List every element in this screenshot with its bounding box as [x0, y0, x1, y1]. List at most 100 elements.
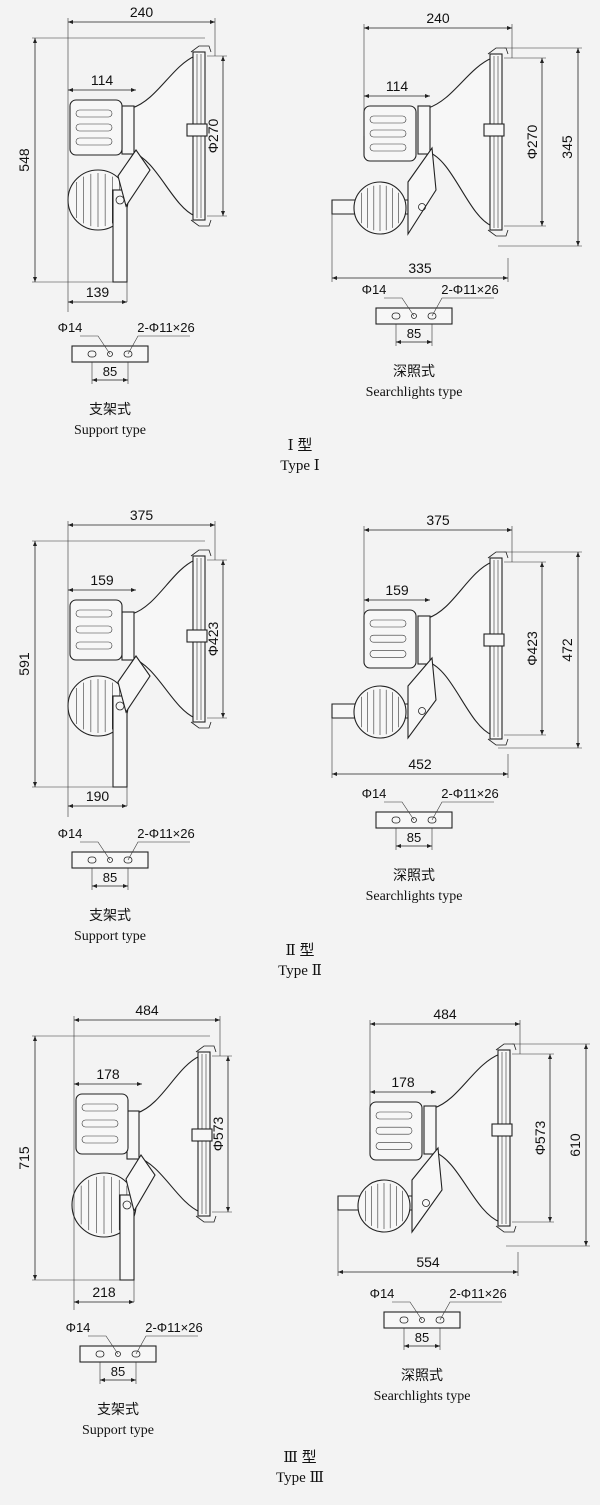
search-1-arm-dim-head-right — [425, 94, 430, 98]
search-3-pivot — [422, 1199, 430, 1207]
search-1-diameter-dim — [540, 58, 544, 226]
search-2-fin-2 — [369, 650, 407, 658]
type-1-title-cn: Ⅰ 型 — [288, 437, 313, 454]
support-1-caption-cn: 支架式 — [89, 402, 131, 418]
support-2-width-label: 375 — [130, 507, 154, 523]
search-lamp-1-clip-top — [487, 47, 509, 55]
support-2-base-dim-head-right — [122, 804, 127, 808]
support-lamp-1-latch — [186, 123, 208, 137]
support-2-arm-dim — [68, 588, 136, 592]
support-lamp-3-latch — [191, 1128, 213, 1142]
search-2-bracket-slot-leader — [431, 801, 494, 821]
support-lamp-2-clip-bottom — [190, 721, 212, 729]
support-lamp-3-clip-bottom — [195, 1215, 217, 1223]
support-1-bracket-center-hole — [107, 351, 113, 357]
search-3-diameter-label: Φ573 — [532, 1121, 548, 1156]
support-1-base-dim-head-left — [68, 300, 73, 304]
search-2-yoke — [407, 656, 437, 740]
search-2-height-dim — [576, 552, 580, 748]
support-2-fin-0 — [75, 609, 113, 618]
search-lamp-2-reflector — [427, 561, 493, 736]
support-3-bracket-spacing-dim-head-left — [100, 1378, 105, 1382]
support-1-width-label: 240 — [130, 4, 154, 20]
search-1-bracket-slot-leader — [431, 297, 494, 317]
search-2-width-dim — [364, 528, 512, 532]
support-1-diameter-dim-head-bottom — [221, 211, 225, 216]
search-3-base-label: 554 — [416, 1254, 440, 1270]
search-3-bracket-center-hole — [419, 1317, 425, 1323]
search-1-caption-cn: 深照式 — [393, 364, 435, 380]
search-2-bracket-center-hole — [411, 817, 417, 823]
search-2-width-label: 375 — [426, 512, 450, 528]
support-1-bracket-hole-label: Φ14 — [58, 320, 83, 335]
search-1-height-label: 345 — [559, 135, 575, 159]
search-3-diameter-dim-head-top — [548, 1054, 552, 1059]
search-3-arm-label: 178 — [391, 1074, 415, 1090]
support-lamp-1-collar — [121, 105, 135, 155]
support-1-base-dim-head-right — [122, 300, 127, 304]
support-3-base-label: 218 — [92, 1284, 116, 1300]
search-3-diameter-dim — [548, 1054, 552, 1222]
search-3-width-dim-head-left — [370, 1022, 375, 1026]
search-3-yoke — [411, 1146, 443, 1234]
search-1-height-dim-head-top — [576, 48, 580, 53]
support-2-bracket-spacing-dim-head-right — [123, 884, 128, 888]
search-3-arm-dim — [370, 1090, 436, 1094]
search-1-arm-dim-head-left — [364, 94, 369, 98]
support-1-bracket-slot-label: 2-Φ11×26 — [137, 320, 194, 335]
support-1-height-dim — [33, 38, 37, 282]
support-3-caption-cn: 支架式 — [97, 1402, 139, 1418]
support-3-arm-dim — [74, 1082, 142, 1086]
support-3-arm-dim-head-right — [137, 1082, 142, 1086]
search-1-bracket-center-hole — [411, 313, 417, 319]
support-2-diameter-dim — [221, 560, 225, 718]
support-3-arm — [125, 1154, 156, 1213]
search-1-base-dim — [332, 276, 508, 280]
support-3-base-dim — [74, 1300, 134, 1304]
support-1-bracket-spacing-dim-head-left — [92, 378, 97, 382]
support-1-diameter-dim-head-top — [221, 56, 225, 61]
type-2-title-en: Type Ⅱ — [278, 963, 322, 979]
support-1-fin-2 — [75, 137, 113, 146]
support-2-arm — [117, 655, 151, 714]
support-2-bracket-spacing-dim — [92, 884, 128, 888]
support-2-bracket-hole-label: Φ14 — [58, 826, 83, 841]
search-2-arm-dim-head-left — [364, 598, 369, 602]
search-2-arm-dim — [364, 598, 430, 602]
search-2-height-dim-head-bottom — [576, 743, 580, 748]
support-3-bracket-slot-left — [95, 1350, 105, 1358]
support-1-bracket-spacing-dim — [92, 378, 128, 382]
support-1-arm-dim — [68, 88, 136, 92]
search-1-base-label: 335 — [408, 260, 432, 276]
search-1-bracket-slot-label: 2-Φ11×26 — [441, 282, 498, 297]
search-1-bracket-spacing-dim-head-left — [396, 340, 401, 344]
search-2-bracket-spacing-dim-head-right — [427, 844, 432, 848]
type-3-title-cn: Ⅲ 型 — [283, 1449, 316, 1466]
support-2-arm-dim-head-right — [131, 588, 136, 592]
search-2-width-dim-head-right — [507, 528, 512, 532]
support-1-width-dim-head-left — [68, 20, 73, 24]
search-3-height-dim-head-bottom — [584, 1241, 588, 1246]
search-2-bracket-slot-label: 2-Φ11×26 — [441, 786, 498, 801]
search-1-diameter-dim-head-top — [540, 58, 544, 63]
support-1-diameter-label: Φ270 — [205, 119, 221, 154]
search-2-bracket-spacing-dim — [396, 844, 432, 848]
support-3-bracket-spacing-label: 85 — [111, 1364, 125, 1379]
search-3-bracket-slot-label: 2-Φ11×26 — [449, 1286, 506, 1301]
search-2-bracket-spacing-label: 85 — [407, 830, 421, 845]
support-2-diameter-label: Φ423 — [205, 622, 221, 657]
support-2-bracket-slot-leader — [127, 841, 190, 861]
search-3-bracket-slot-left — [399, 1316, 409, 1324]
search-1-base-dim-head-left — [332, 276, 337, 280]
search-3-fin-0 — [375, 1111, 413, 1120]
support-1-bracket-spacing-dim-head-right — [123, 378, 128, 382]
support-2-diameter-dim-head-top — [221, 560, 225, 565]
type-2-title-cn: Ⅱ 型 — [286, 942, 315, 959]
support-3-ballast-box — [75, 1093, 129, 1155]
search-3-base-dim-head-right — [513, 1270, 518, 1274]
support-1-base-label: 139 — [86, 284, 110, 300]
